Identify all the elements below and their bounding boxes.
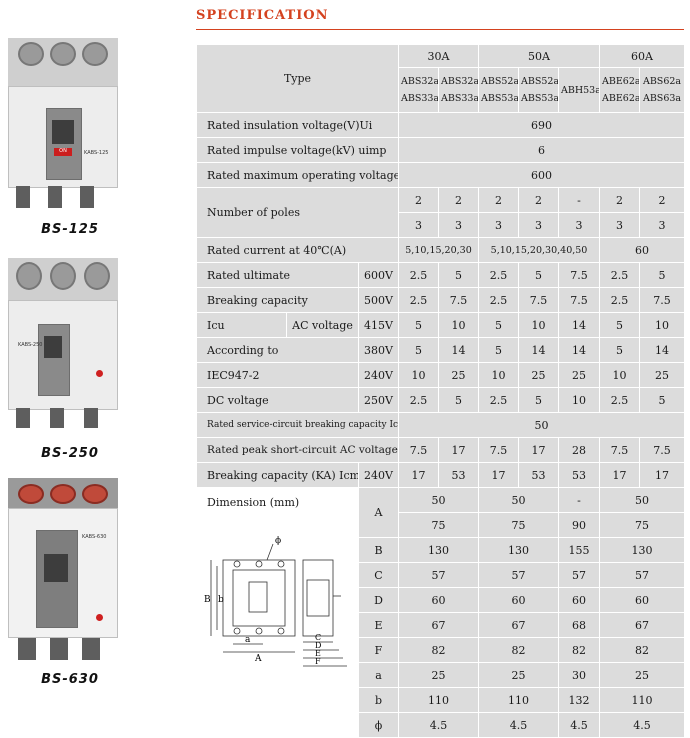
dimension-row: Dimension (mm) A 50 50 - 50 bbox=[196, 487, 686, 738]
page-title: SPECIFICATION bbox=[196, 8, 329, 23]
table-header-row: Type 30A 50A 60A bbox=[196, 44, 686, 113]
table-row: DC voltage 250V 2.5 5 2.5 5 10 2.5 5 bbox=[196, 387, 686, 413]
table-row: Rated current at 40℃(A) 5,10,15,20,30 5,… bbox=[196, 237, 686, 263]
rating-header: 30A bbox=[397, 44, 480, 68]
table-row: Rated insulation voltage(V)Ui 690 bbox=[196, 112, 686, 138]
table-row: Rated service-circuit breaking capacity … bbox=[196, 412, 686, 438]
dimension-row: B 130 130 155 130 bbox=[197, 537, 686, 563]
type-label: Type bbox=[196, 44, 399, 113]
dimension-diagram: ϕ b B a A C D E F bbox=[204, 536, 347, 667]
product-caption: BS-630 bbox=[41, 672, 99, 687]
diagram-label-a: a bbox=[245, 635, 251, 645]
dimension-row: 75 75 90 75 bbox=[197, 512, 686, 538]
diagram-label-E: E bbox=[315, 649, 321, 658]
dimension-row: D 60 60 60 60 bbox=[197, 587, 686, 613]
dimension-row: F 82 82 82 82 bbox=[197, 637, 686, 663]
product-image-bs125: ON KABS-125 bbox=[8, 38, 118, 208]
table-row: According to 380V 5 14 5 14 14 5 14 bbox=[196, 337, 686, 363]
product-image-bs250: KABS-250 bbox=[8, 258, 118, 428]
table-row: Rated peak short-circuit AC voltage 45V … bbox=[196, 437, 686, 463]
table-row: Icu AC voltage 415V 5 10 5 10 14 5 10 bbox=[196, 312, 686, 338]
table-row: Rated ultimate 600V 2.5 5 2.5 5 7.5 2.5 … bbox=[196, 262, 686, 288]
table-row: Rated maximum operating voltage(V) Ue 60… bbox=[196, 162, 686, 188]
table-row: Rated impulse voltage(kV) uimp 6 bbox=[196, 137, 686, 163]
dimension-row: E 67 67 68 67 bbox=[197, 612, 686, 638]
model-cell: ABH53a bbox=[558, 67, 601, 113]
diagram-label-B: B bbox=[204, 595, 211, 605]
product-caption: BS-250 bbox=[41, 446, 99, 461]
diagram-label-b: b bbox=[218, 595, 224, 605]
diagram-label-phi: ϕ bbox=[275, 536, 281, 546]
diagram-label-C: C bbox=[315, 633, 321, 642]
dimension-row: C 57 57 57 57 bbox=[197, 562, 686, 588]
product-column: ON KABS-125 BS-125 KABS-250 BS-250 KABS-… bbox=[0, 0, 190, 738]
product-caption: BS-125 bbox=[41, 222, 99, 237]
table-row: Breaking capacity (KA) Icm 240V 17 53 17… bbox=[196, 462, 686, 488]
product-image-bs630: KABS-630 bbox=[8, 478, 118, 660]
title-divider bbox=[196, 29, 684, 30]
diagram-label-D: D bbox=[315, 641, 321, 650]
diagram-label-F: F bbox=[315, 657, 321, 666]
diagram-label-A: A bbox=[254, 654, 262, 664]
table-row: 3 3 3 3 3 3 3 bbox=[197, 212, 686, 238]
rating-header: 50A bbox=[478, 44, 601, 68]
table-row: IEC947-2 240V 10 25 10 25 25 10 25 bbox=[196, 362, 686, 388]
rating-header: 60A bbox=[599, 44, 686, 68]
table-row: Number of poles 2 2 2 2 - 2 2 bbox=[196, 187, 686, 238]
dimension-row: ϕ 4.5 4.5 4.5 4.5 bbox=[197, 712, 686, 738]
table-row: Breaking capacity 500V 2.5 7.5 2.5 7.5 7… bbox=[196, 287, 686, 313]
dimension-label: Dimension (mm) bbox=[207, 496, 300, 509]
